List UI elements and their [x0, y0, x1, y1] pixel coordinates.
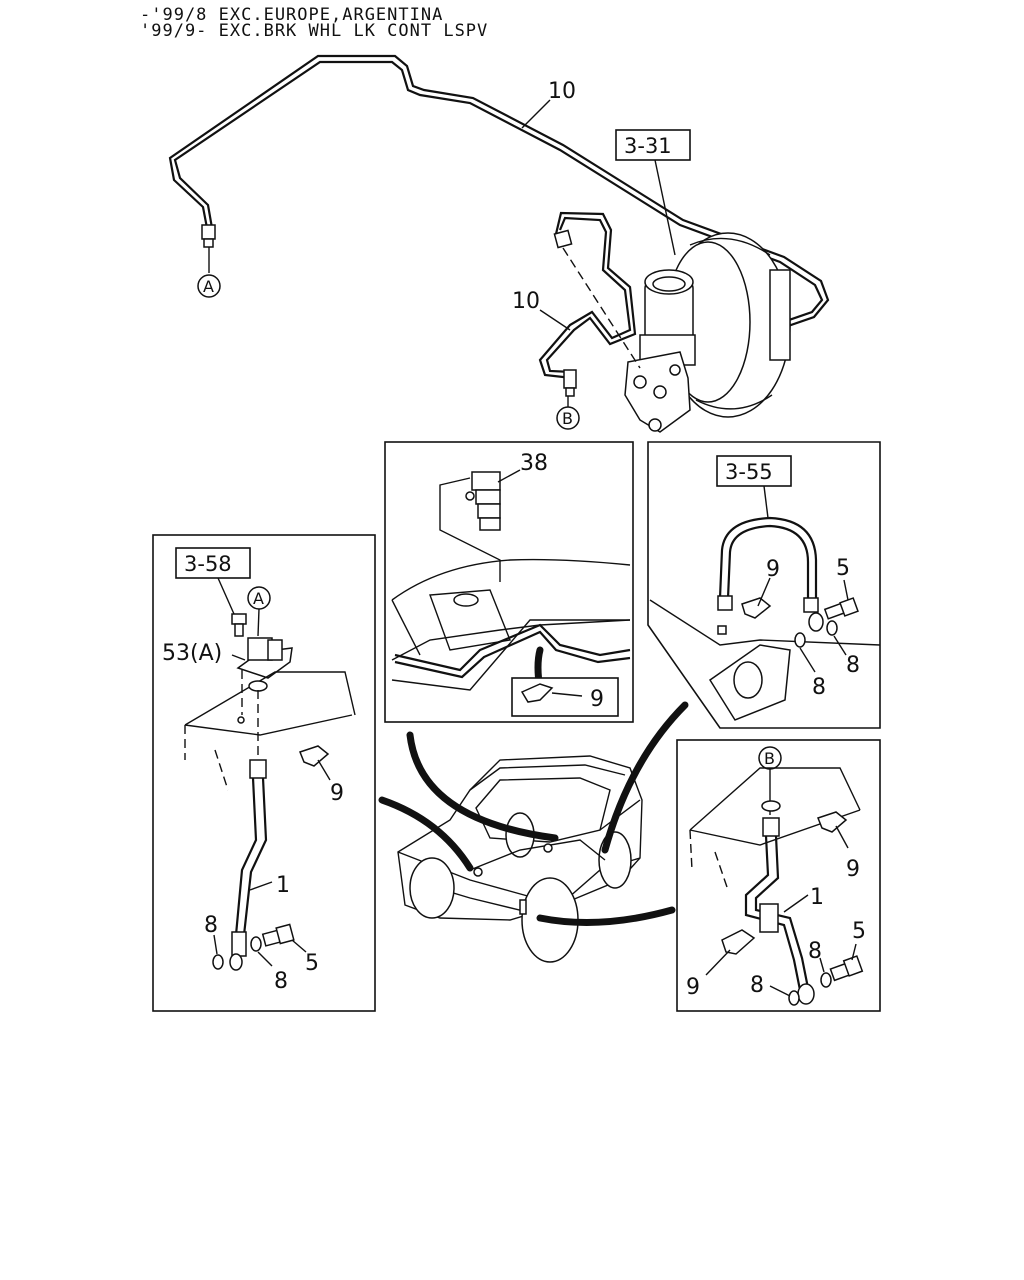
ref-box-3-31 [615, 129, 691, 161]
connector-b-marker [556, 406, 580, 430]
left-connector-a: A [253, 589, 264, 608]
ref-3-31: 3-31 [624, 134, 672, 158]
callout-9-right-top: 9 [766, 557, 780, 582]
connector-a-label: A [203, 277, 214, 296]
right-bottom-inset: B 9 1 9 8 8 5 [676, 739, 881, 1012]
right-connector-b: B [764, 749, 775, 768]
ref-box-3-55 [716, 455, 792, 487]
clip-38 [465, 471, 501, 531]
callout-8a-right-top: 8 [812, 675, 826, 700]
callout-9-right-bottom-b: 9 [846, 857, 860, 882]
callout-8-right-bottom-b: 8 [750, 973, 764, 998]
callout-10-upper: 10 [548, 79, 576, 104]
upper-assembly: 10 A 3-31 [168, 54, 830, 433]
callout-1-right-bottom: 1 [810, 885, 824, 910]
note-line-2: '99/9- EXC.BRK WHL LK CONT LSPV [140, 21, 489, 41]
callout-53a: 53(A) [162, 641, 222, 666]
callout-9-right-bottom-a: 9 [686, 975, 700, 1000]
brake-pipe-lower [538, 211, 641, 407]
vehicle-illustration [378, 701, 689, 963]
callout-5-left: 5 [305, 951, 319, 976]
ref-3-55: 3-55 [725, 460, 773, 484]
master-cylinder [624, 269, 696, 433]
callout-38: 38 [520, 451, 548, 476]
bracket-53a [236, 637, 293, 679]
callout-8b-left: 8 [274, 969, 288, 994]
callout-5-right-bottom: 5 [852, 919, 866, 944]
ref-3-58: 3-58 [184, 552, 232, 576]
callout-1-left: 1 [276, 873, 290, 898]
bolt-5-right-top [823, 597, 859, 620]
center-inset: 38 9 [233, 441, 634, 723]
left-inset: 3-58 A 53(A) 9 1 [152, 534, 376, 1012]
callout-10-lower: 10 [512, 289, 540, 314]
callout-8a-left: 8 [204, 913, 218, 938]
callout-9-left: 9 [330, 781, 344, 806]
callout-9-inset: 9 [590, 687, 604, 712]
callout-8-right-bottom-a: 8 [808, 939, 822, 964]
connector-b-label: B [562, 409, 573, 428]
callout-5-right-top: 5 [836, 556, 850, 581]
callout-8b-right-top: 8 [846, 653, 860, 678]
ref-box-3-58 [175, 547, 251, 579]
connector-a-marker [197, 274, 221, 298]
right-top-inset: 3-55 9 5 8 8 [647, 441, 881, 729]
note-line-1: -'99/8 EXC.EUROPE,ARGENTINA [140, 5, 444, 25]
